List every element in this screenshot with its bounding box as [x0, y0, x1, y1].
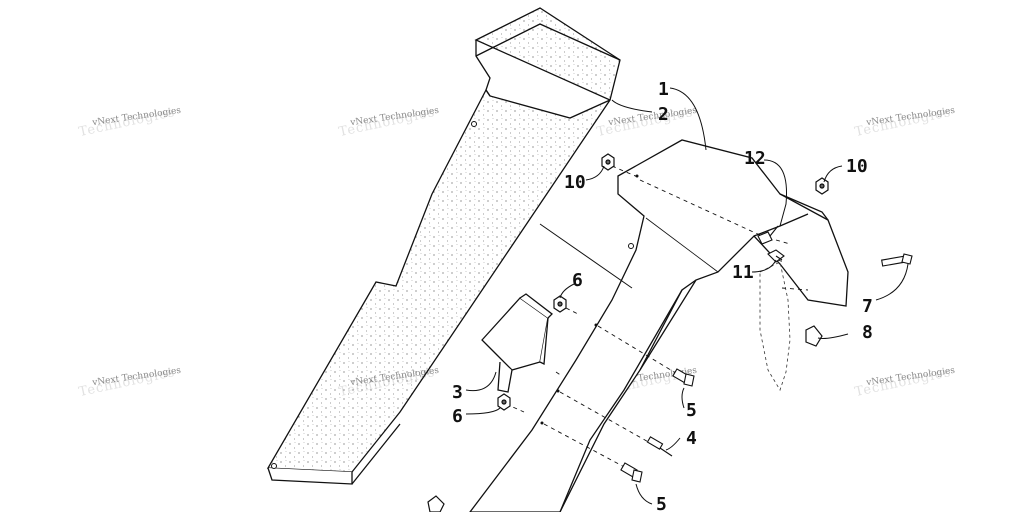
callout-3: 3 [452, 382, 463, 403]
callout-8: 8 [862, 322, 873, 343]
nut-part [815, 177, 829, 195]
bolt-part [620, 462, 643, 483]
nut-part [601, 153, 615, 171]
panel-hole [628, 243, 634, 249]
foam-pad-part [266, 7, 621, 485]
callout-10: 10 [564, 172, 586, 193]
clip-part [805, 325, 823, 347]
pad-hole [471, 121, 477, 127]
callout-2: 2 [658, 104, 669, 125]
callout-5: 5 [686, 400, 697, 421]
callout-10: 10 [846, 156, 868, 177]
hidden-bracket-outline [759, 261, 791, 391]
callout-1: 1 [658, 79, 669, 100]
rivet-part [646, 436, 673, 457]
bolt-part [672, 368, 695, 387]
panel-edge-line [539, 223, 633, 289]
callout-4: 4 [686, 428, 697, 449]
callout-6: 6 [572, 270, 583, 291]
callout-6: 6 [452, 406, 463, 427]
bolt-part [767, 249, 785, 263]
bolt-part [881, 253, 913, 267]
callout-11: 11 [732, 262, 754, 283]
nut-part [497, 393, 511, 411]
clip-part [427, 495, 445, 512]
callout-5: 5 [656, 494, 667, 512]
screw-part [757, 225, 779, 245]
main-panel-part [469, 139, 849, 512]
leader-lines [465, 87, 909, 505]
bracket-part [481, 293, 553, 393]
callout-7: 7 [862, 296, 873, 317]
callout-12: 12 [744, 148, 766, 169]
nut-part [553, 295, 567, 313]
pad-hole [271, 463, 277, 469]
